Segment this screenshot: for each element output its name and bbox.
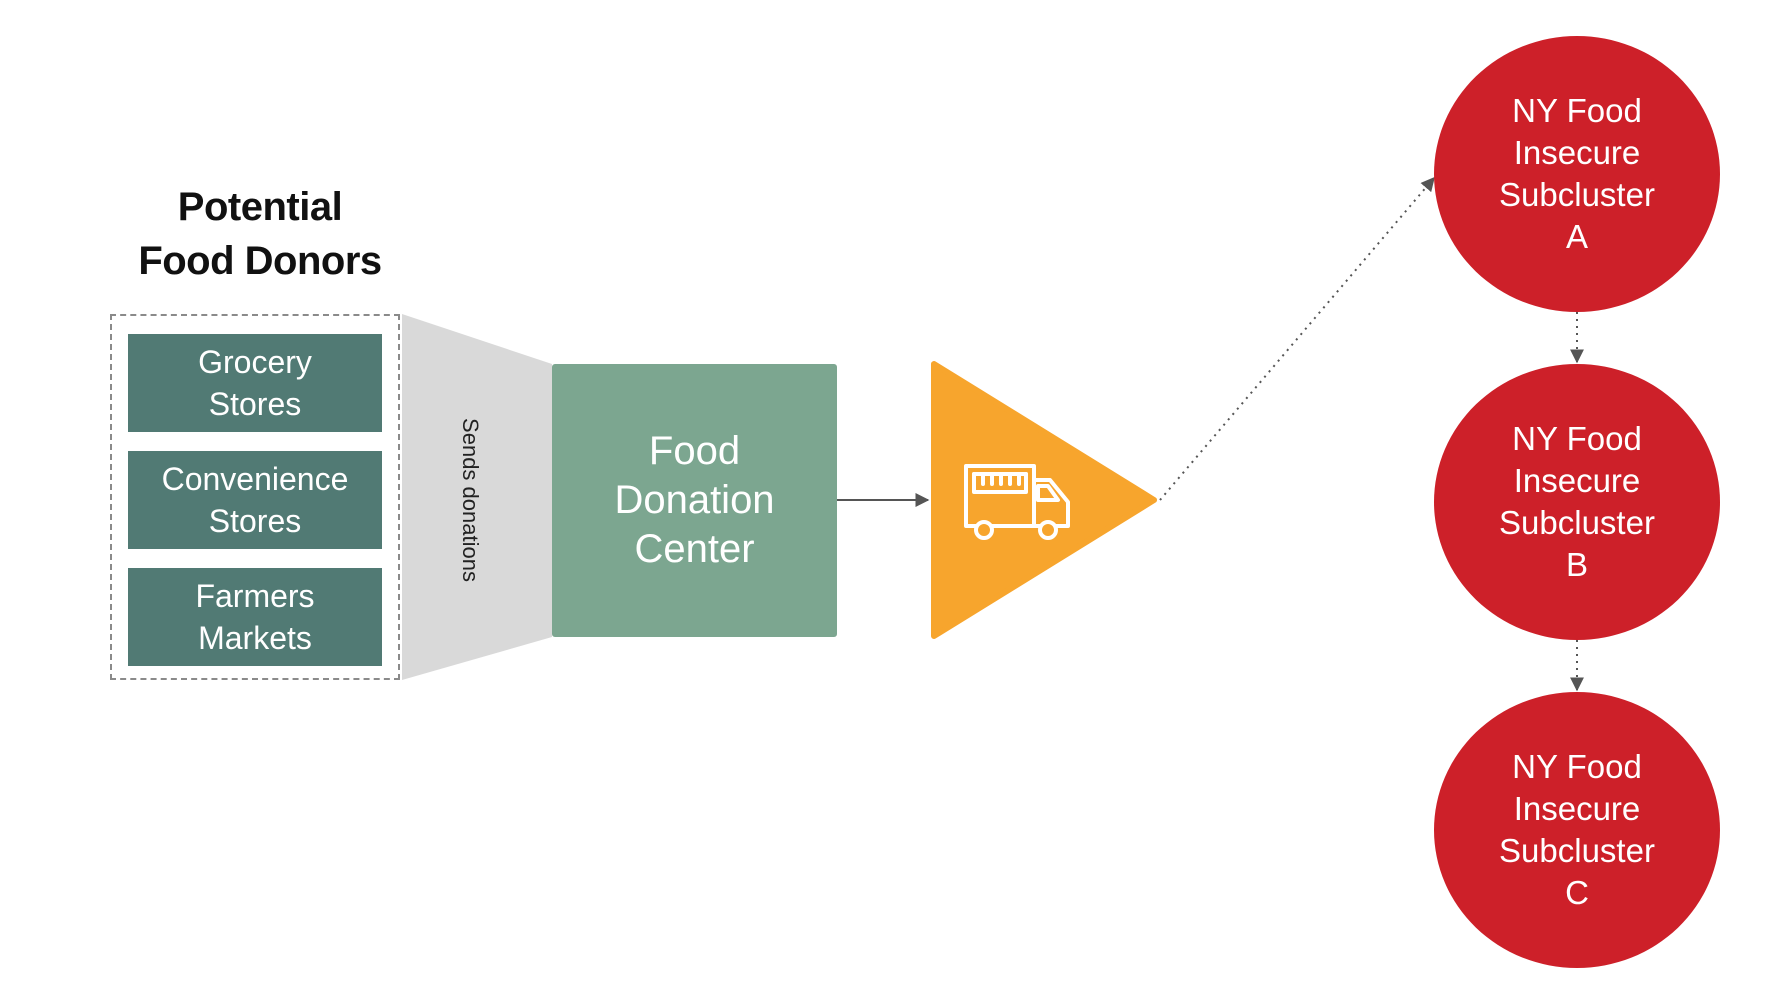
donor-convenience-stores: Convenience Stores	[128, 451, 382, 549]
food-donation-center: Food Donation Center	[552, 364, 837, 637]
truck-to-subcluster-a-arrow	[1159, 176, 1435, 501]
diagram-title: Potential Food Donors	[138, 185, 382, 283]
funnel-label-text: Sends donations	[458, 418, 483, 582]
donation-funnel	[402, 314, 552, 680]
donor-grocery-stores: Grocery Stores	[128, 334, 382, 432]
donor-group	[110, 314, 400, 680]
delivery-triangle	[931, 361, 1157, 639]
funnel-label: Sends donations	[420, 400, 520, 600]
food-truck-icon	[964, 464, 1070, 540]
subcluster-c: NY Food Insecure Subcluster C	[1434, 692, 1720, 968]
subcluster-a: NY Food Insecure Subcluster A	[1434, 36, 1720, 312]
donor-farmers-markets: Farmers Markets	[128, 568, 382, 666]
subcluster-b: NY Food Insecure Subcluster B	[1434, 364, 1720, 640]
